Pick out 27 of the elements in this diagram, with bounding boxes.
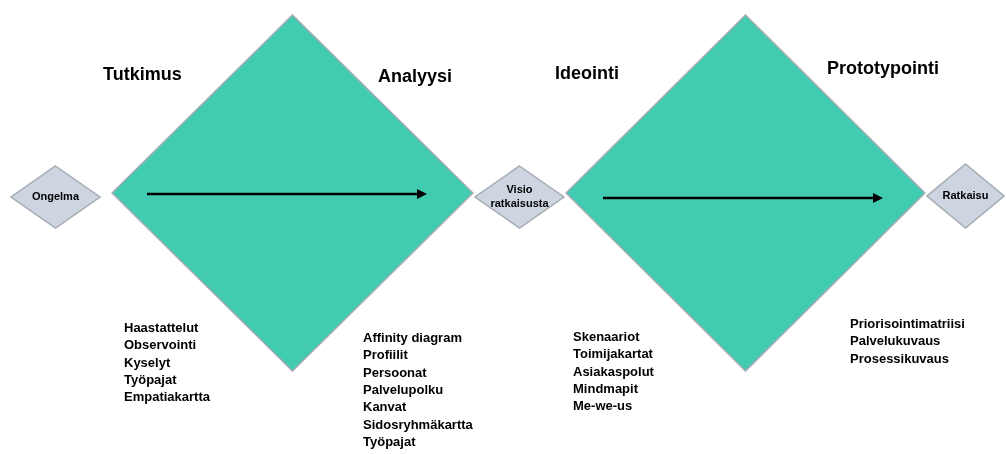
phase-title: Prototypointi — [827, 58, 939, 79]
method-item: Observointi — [124, 337, 197, 353]
method-item: Kanvat — [363, 399, 407, 415]
node-label: Ongelma — [30, 190, 81, 204]
method-item: Toimijakartat — [573, 346, 653, 362]
method-item: Haastattelut — [124, 320, 199, 335]
method-item: Empatiakartta — [124, 389, 210, 405]
method-item: Skenaariot — [573, 329, 640, 344]
method-item: Persoonat — [363, 364, 427, 380]
node-label: Visio ratkaisusta — [489, 183, 550, 211]
method-item: Työpajat — [124, 371, 177, 387]
node-label: Ratkaisu — [941, 189, 990, 203]
method-item: Affinity diagram — [363, 330, 462, 345]
method-item: Palvelupolku — [363, 381, 444, 397]
method-item: Palvelukuvaus — [850, 333, 941, 349]
method-item: Asiakaspolut — [573, 363, 654, 379]
method-item: Sidosryhmäkartta — [363, 416, 473, 432]
phase-title: Ideointi — [555, 63, 619, 84]
method-item: Priorisointimatriisi — [850, 316, 965, 331]
method-item: Prosessikuvaus — [850, 350, 949, 366]
method-item: Työpajat — [363, 433, 416, 449]
phase-title: Analyysi — [378, 66, 453, 87]
phase-title: Tutkimus — [103, 64, 182, 85]
method-item: Kyselyt — [124, 354, 171, 370]
method-item: Mindmapit — [573, 380, 638, 396]
method-item: Me-we-us — [573, 398, 633, 414]
method-item: Profiilit — [363, 347, 408, 363]
